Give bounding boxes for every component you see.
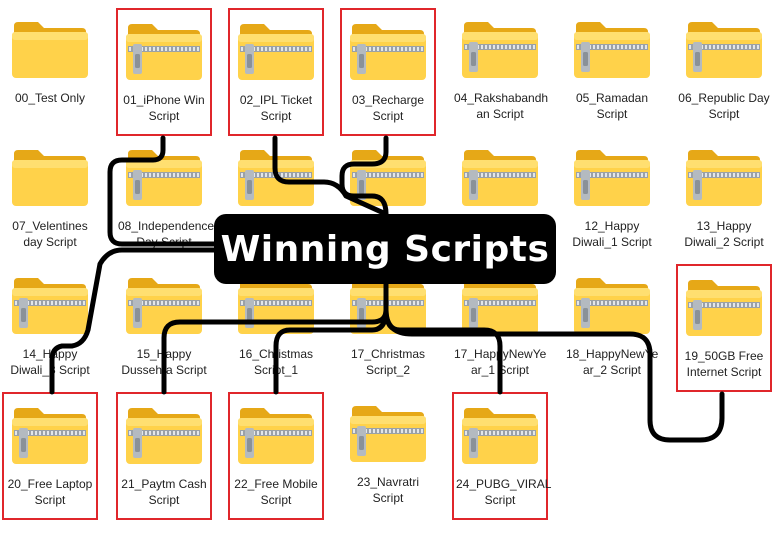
folder-item[interactable] <box>452 136 548 264</box>
folder-label: 14_Happy Diwali_3 Script <box>10 347 90 377</box>
folder-item[interactable]: 07_Velentines day Script <box>2 136 98 264</box>
folder-item[interactable]: 12_Happy Diwali_1 Script <box>564 136 660 264</box>
zip-folder-icon <box>572 18 652 80</box>
folder-label: 13_Happy Diwali_2 Script <box>684 219 764 249</box>
folder-label: 03_Recharge Script <box>351 93 425 123</box>
folder-item[interactable]: 04_Rakshabandh an Script <box>452 8 548 136</box>
folder-label: 20_Free Laptop Script <box>7 477 93 507</box>
zip-folder-icon <box>236 146 316 208</box>
connector-19 <box>383 307 725 443</box>
folder-item[interactable]: 01_iPhone Win Script <box>116 8 212 136</box>
folder-label: 06_Republic Day Script <box>678 91 770 121</box>
folder-item[interactable]: 24_PUBG_VIRAL Script <box>452 392 552 520</box>
zip-folder-icon <box>460 146 540 208</box>
zip-folder-icon <box>348 146 428 208</box>
zip-folder-icon <box>348 20 428 82</box>
zip-folder-icon <box>124 274 204 336</box>
folder-item[interactable]: 13_Happy Diwali_2 Script <box>676 136 772 264</box>
folder-icon <box>10 146 90 208</box>
zip-folder-icon <box>236 404 316 466</box>
zip-folder-icon <box>10 274 90 336</box>
folder-item[interactable]: 00_Test Only <box>2 8 98 136</box>
folder-item[interactable]: 18_HappyNewYe ar_2 Script <box>564 264 660 392</box>
folder-label: 07_Velentines day Script <box>12 219 88 249</box>
folder-item[interactable]: 02_IPL Ticket Script <box>228 8 324 136</box>
folder-item[interactable]: 06_Republic Day Script <box>676 8 772 136</box>
folder-item[interactable]: 05_Ramadan Script <box>564 8 660 136</box>
folder-item[interactable]: 23_Navratri Script <box>340 392 436 520</box>
folder-item[interactable]: 20_Free Laptop Script <box>2 392 98 520</box>
folder-item[interactable]: 08_Independence Day Script <box>116 136 215 264</box>
zip-folder-icon <box>10 404 90 466</box>
folder-label: 24_PUBG_VIRAL Script <box>456 477 552 507</box>
zip-folder-icon <box>684 18 764 80</box>
zip-folder-icon <box>572 146 652 208</box>
winning-scripts-banner: Winning Scripts <box>214 214 556 284</box>
folder-label: 22_Free Mobile Script <box>234 477 318 507</box>
folder-label: 08_Independence Day Script <box>118 219 215 249</box>
folder-label: 21_Paytm Cash Script <box>121 477 207 507</box>
folder-item[interactable]: 22_Free Mobile Script <box>228 392 324 520</box>
zip-folder-icon <box>572 274 652 336</box>
folder-icon <box>10 18 90 80</box>
zip-folder-icon <box>684 146 764 208</box>
folder-label: 12_Happy Diwali_1 Script <box>572 219 652 249</box>
folder-label: 05_Ramadan Script <box>575 91 649 121</box>
zip-folder-icon <box>124 404 204 466</box>
folder-label: 02_IPL Ticket Script <box>239 93 313 123</box>
zip-folder-icon <box>124 20 204 82</box>
zip-folder-icon <box>684 276 764 338</box>
folder-label: 01_iPhone Win Script <box>123 93 205 123</box>
folder-label: 17_Christmas Script_2 <box>350 347 426 377</box>
folder-item[interactable]: 19_50GB Free Internet Script <box>676 264 772 392</box>
zip-folder-icon <box>124 146 204 208</box>
folder-label: 18_HappyNewYe ar_2 Script <box>566 347 659 377</box>
folder-item[interactable]: 15_Happy Dussehra Script <box>116 264 212 392</box>
folder-label: 19_50GB Free Internet Script <box>684 349 764 379</box>
folder-label: 00_Test Only <box>14 91 86 105</box>
folder-label: 04_Rakshabandh an Script <box>454 91 549 121</box>
folder-label: 15_Happy Dussehra Script <box>121 347 207 377</box>
folder-item[interactable]: 21_Paytm Cash Script <box>116 392 212 520</box>
folder-item[interactable]: 03_Recharge Script <box>340 8 436 136</box>
banner-title: Winning Scripts <box>220 228 550 270</box>
folder-label: 16_Christmas Script_1 <box>238 347 314 377</box>
zip-folder-icon <box>460 404 540 466</box>
folder-label: 17_HappyNewYe ar_1 Script <box>454 347 547 377</box>
folder-item[interactable]: 14_Happy Diwali_3 Script <box>2 264 98 392</box>
zip-folder-icon <box>460 18 540 80</box>
zip-folder-icon <box>348 402 428 464</box>
zip-folder-icon <box>236 20 316 82</box>
folder-label: 23_Navratri Script <box>356 475 420 505</box>
